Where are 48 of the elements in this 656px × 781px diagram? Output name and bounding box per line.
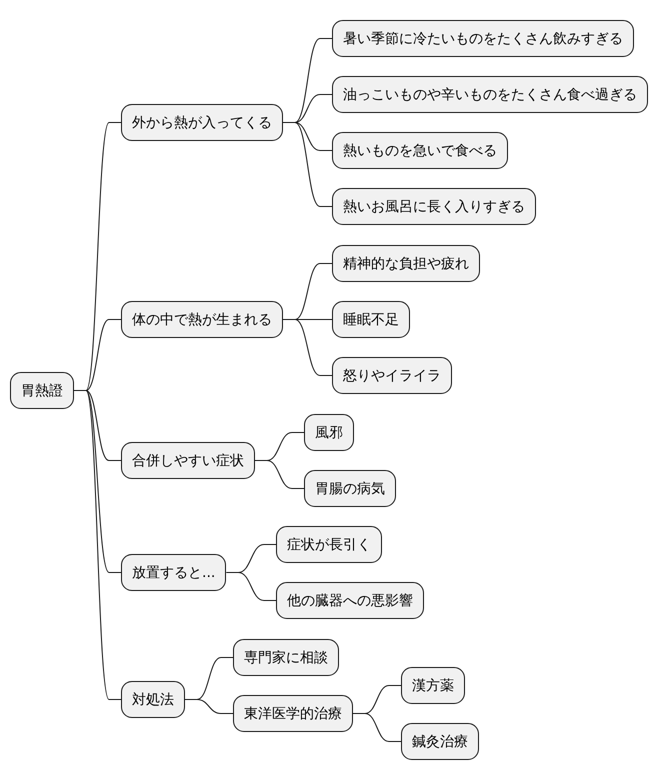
topic-text: 怒りやイライラ [343, 366, 441, 384]
topic-text: 放置すると... [132, 564, 216, 582]
topic-node [332, 301, 410, 338]
topic-node [121, 104, 283, 141]
topic-node [304, 470, 396, 507]
topic-text: 対処法 [132, 690, 174, 708]
topic-node [332, 132, 508, 169]
topic-text: 熱いものを急いで食べる [343, 142, 497, 160]
topic-node [276, 582, 424, 619]
topic-text: 専門家に相談 [244, 648, 328, 666]
topic-text: 胃腸の病気 [315, 480, 385, 498]
branch-line [352, 713, 402, 742]
topic-text: 症状が長引く [287, 536, 371, 554]
branch-line [226, 572, 276, 601]
topic-node [304, 414, 354, 451]
branch-line [184, 699, 234, 714]
topic-node [276, 526, 382, 563]
topic-text: 熱いお風呂に長く入りすぎる [343, 198, 525, 216]
topic-node [332, 76, 648, 113]
topic-node [121, 554, 226, 591]
topic-text: 風邪 [315, 424, 343, 442]
topic-node [121, 301, 283, 338]
topic-text: 鍼灸治療 [412, 732, 468, 750]
topic-node [401, 667, 465, 704]
topic-text: 胃熱證 [21, 382, 63, 400]
topic-text: 暑い季節に冷たいものをたくさん飲みすぎる [343, 30, 623, 48]
topic-text: 東洋医学的治療 [244, 704, 342, 722]
branch-line [254, 460, 304, 489]
topic-node [121, 442, 255, 479]
topic-node [233, 639, 339, 676]
topic-text: 精神的な負担や疲れ [343, 254, 469, 272]
topic-text: 油っこいものや辛いものをたくさん食べ過ぎる [343, 86, 637, 104]
topic-node [332, 20, 634, 57]
branch-line [282, 319, 332, 376]
topic-text: 漢方薬 [412, 676, 454, 694]
topic-text: 外から熱が入ってくる [132, 114, 272, 132]
topic-text: 他の臓器への悪影響 [287, 592, 413, 610]
topic-node [401, 723, 479, 760]
branch-line [282, 122, 332, 207]
topic-node [332, 245, 480, 282]
topic-node [121, 681, 185, 718]
topic-node [233, 695, 353, 732]
root-topic-node [10, 372, 74, 409]
topic-node [332, 357, 452, 394]
topic-node [332, 188, 536, 225]
topic-text: 合併しやすい症状 [132, 452, 244, 470]
topic-text: 睡眠不足 [343, 310, 399, 328]
topic-text: 体の中で熱が生まれる [132, 310, 272, 328]
